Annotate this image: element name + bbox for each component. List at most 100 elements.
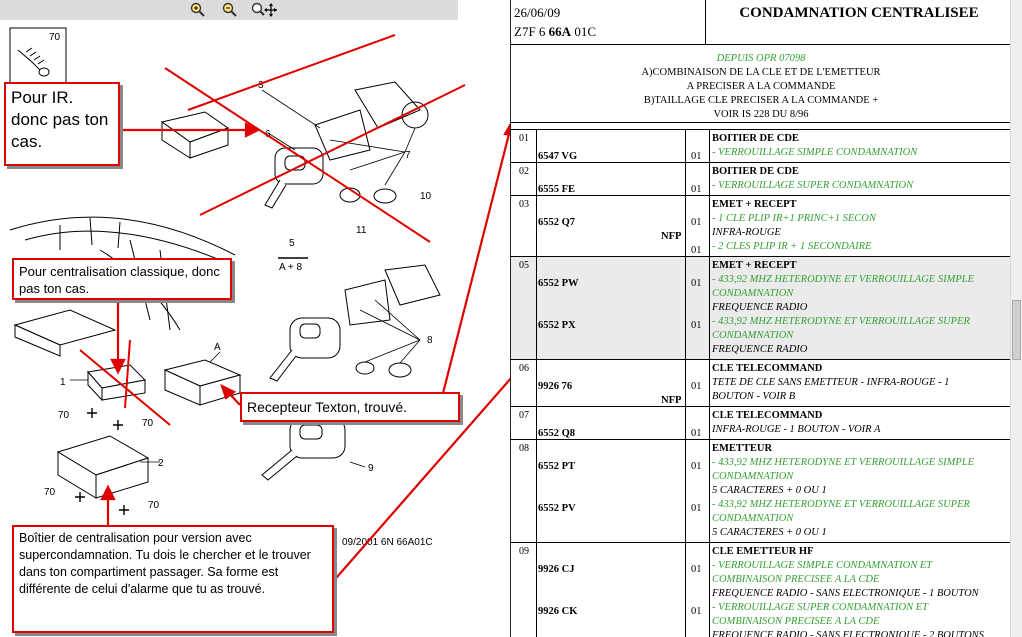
part-reference: 6552 PT: [538, 461, 576, 472]
column-separator: [536, 407, 537, 439]
column-separator: [536, 257, 537, 359]
part-description: TETE DE CLE SANS EMETTEUR - INFRA-ROUGE …: [712, 377, 950, 388]
leader-lines: [70, 89, 421, 468]
part-reference: 9926 CJ: [538, 564, 575, 575]
part-reference: 6552 PW: [538, 278, 579, 289]
column-separator: [709, 196, 710, 256]
part-quantity: 01: [691, 320, 702, 331]
vertical-scrollbar[interactable]: [1010, 0, 1022, 637]
exploded-diagram: 70 3 6 7 10 11 5 A + 8 A 8 1 70 70 2 70 …: [9, 27, 510, 586]
callout-central-classique: Pour centralisation classique, donc pas …: [12, 258, 232, 300]
part-labels: 70 3 6 7 10 11 5 A + 8 A 8 1 70 70 2 70 …: [44, 32, 433, 548]
part-description: CLE TELECOMMAND: [712, 363, 823, 374]
part-description: CONDAMNATION: [712, 330, 794, 341]
pane-divider: [510, 0, 511, 637]
part-quantity: 01: [691, 151, 702, 162]
part-description: - VERROUILLAGE SIMPLE CONDAMNATION: [712, 147, 918, 158]
column-separator: [685, 130, 686, 162]
column-separator: [709, 407, 710, 439]
part-description: FREQUENCE RADIO - SANS ELECTRONIQUE - 2 …: [712, 630, 984, 637]
remote-key-parts-top: [264, 81, 429, 209]
note-line: A PRECISER A LA COMMANDE: [686, 81, 836, 92]
part-quantity: 01: [691, 184, 702, 195]
part-description: - 433,92 MHZ HETERODYNE ET VERROUILLAGE …: [712, 274, 975, 285]
part-label: 70: [44, 487, 56, 498]
part-description: FREQUENCE RADIO: [712, 344, 808, 355]
zoom-in-icon[interactable]: [188, 1, 208, 19]
parts-catalog-pane: 26/06/09 Z7F 6 66A 01C CONDAMNATION CENT…: [511, 0, 1022, 637]
part-label: 70: [142, 418, 154, 429]
part-label: 1: [60, 377, 66, 388]
remote-key-parts-mid: [269, 264, 441, 382]
part-label: 10: [420, 191, 432, 202]
part-label: A: [214, 342, 221, 353]
catalog-code: Z7F 6 66A 01C: [514, 24, 596, 39]
part-description: INFRA-ROUGE: [712, 227, 781, 238]
part-quantity: 01: [691, 428, 702, 439]
catalog-title: CONDAMNATION CENTRALISEE: [706, 0, 1012, 45]
part-quantity: 01: [691, 278, 702, 289]
column-separator: [536, 440, 537, 542]
part-description: BOITIER DE CDE: [712, 166, 799, 177]
part-description: 5 CARACTERES + 0 OU 1: [712, 485, 827, 496]
column-separator: [685, 163, 686, 195]
callout-boitier: Boîtier de centralisation pour version a…: [12, 525, 334, 633]
part-label: 7: [405, 150, 411, 161]
part-reference: 6547 VG: [538, 151, 578, 162]
column-separator: [709, 130, 710, 162]
part-label: 3: [258, 80, 264, 91]
row-number: 09: [519, 546, 529, 557]
nfp-flag: NFP: [661, 231, 682, 242]
red-strike-lines: [79, 34, 466, 426]
column-separator: [536, 163, 537, 195]
row-number: 03: [519, 199, 529, 210]
part-label: A + 8: [279, 262, 303, 273]
part-description: FREQUENCE RADIO: [712, 302, 808, 313]
column-separator: [536, 196, 537, 256]
part-reference: 6552 PX: [538, 320, 576, 331]
row-number: 01: [519, 133, 529, 144]
part-label: 11: [356, 225, 367, 236]
part-description: BOITIER DE CDE: [712, 133, 799, 144]
part-reference: 9926 CK: [538, 606, 578, 617]
dash-trim-part: [13, 309, 117, 357]
part-70-frame: [9, 27, 67, 85]
row-number: 08: [519, 443, 529, 454]
part-description: EMET + RECEPT: [712, 260, 797, 271]
table-row[interactable]: 01 BOITIER DE CDE 6547 VG 01 - VERROUILLAGE …: [511, 129, 1011, 162]
part-reference: 6555 FE: [538, 184, 576, 195]
row-number: 02: [519, 166, 529, 177]
catalog-notes: DEPUIS OPR 07098 A)COMBINAISON DE LA CLE…: [511, 45, 1011, 123]
column-separator: [685, 360, 686, 406]
column-separator: [709, 360, 710, 406]
part-description: 5 CARACTERES + 0 OU 1: [712, 527, 827, 538]
part-description: EMET + RECEPT: [712, 199, 797, 210]
part-reference: 6552 Q7: [538, 217, 576, 228]
part-description: COMBINAISON PRECISEE A LA CDE: [712, 616, 880, 627]
ir-module-part: [160, 111, 230, 159]
part-reference: 6552 PV: [538, 503, 576, 514]
zoom-move-icon[interactable]: [250, 1, 278, 19]
note-line: VOIR IS 228 DU 8/96: [713, 109, 809, 120]
part-description: EMETTEUR: [712, 443, 773, 454]
part-quantity: 01: [691, 245, 702, 256]
catalog-date: 26/06/09: [514, 5, 561, 20]
part-quantity: 01: [691, 606, 702, 617]
scrollbar-thumb[interactable]: [1012, 300, 1021, 360]
part-description: - 433,92 MHZ HETERODYNE ET VERROUILLAGE …: [712, 316, 970, 327]
dashboard-sketch: [9, 216, 236, 331]
column-separator: [709, 440, 710, 542]
screw-icon: [17, 47, 50, 77]
key-part-9: [261, 417, 346, 481]
zoom-out-icon[interactable]: [220, 1, 240, 19]
plus-markers: [75, 257, 308, 515]
part-description: BOUTON - VOIR B: [712, 391, 796, 402]
